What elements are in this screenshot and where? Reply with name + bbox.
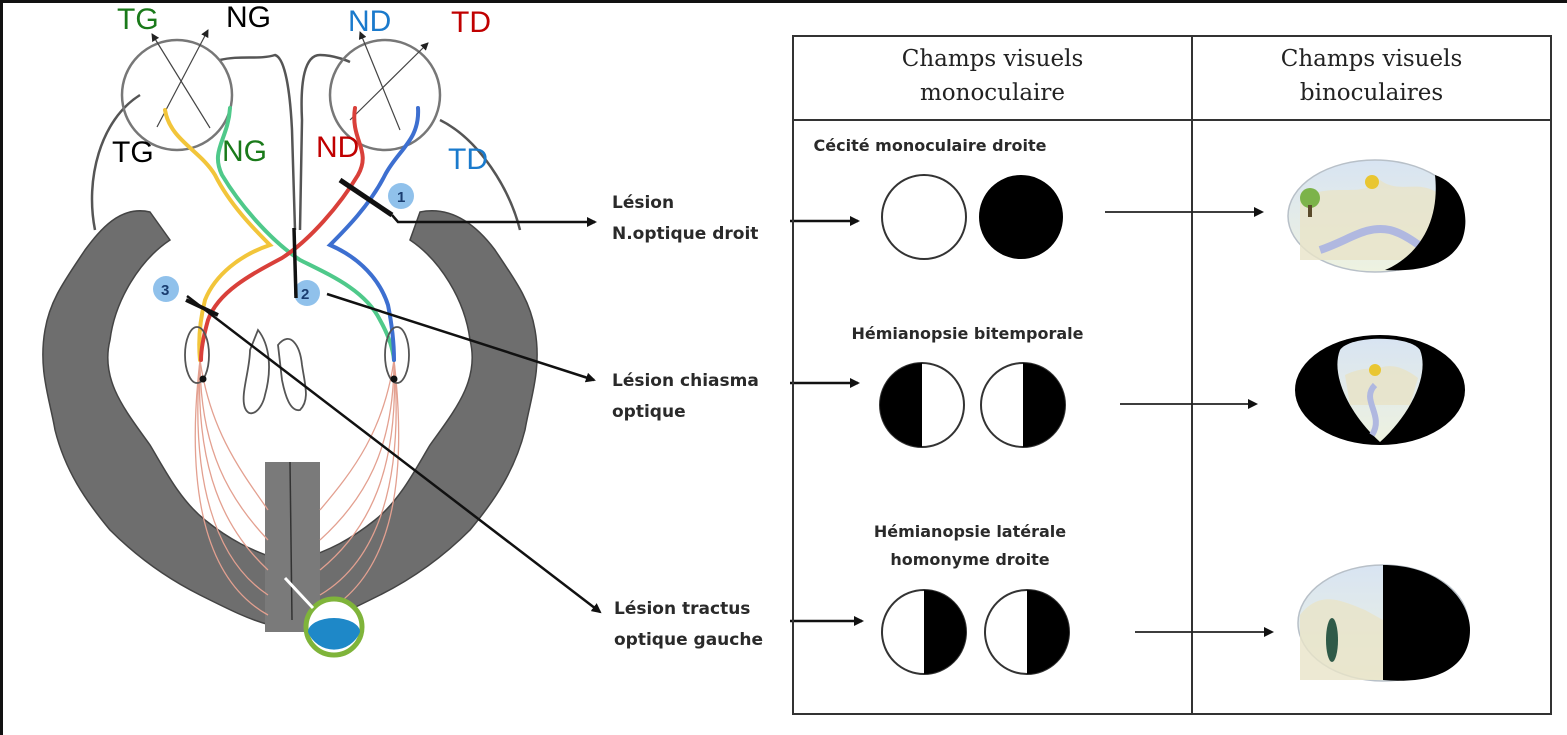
- lesion-label-2-line1: Lésion chiasma: [612, 371, 759, 391]
- row1-right-eye-field: [979, 175, 1063, 259]
- row2-left-eye-field: [879, 362, 965, 448]
- left-eye: [120, 38, 234, 152]
- lesion-label-3-line1: Lésion tractus: [614, 599, 751, 619]
- lesion-marker-3: [153, 276, 179, 302]
- lesion-label-3: Lésion tractus optique gauche: [614, 594, 763, 656]
- header-monocular-line2: monoculaire: [919, 80, 1066, 106]
- label-retina-tg: TG: [112, 136, 154, 169]
- lesion-label-2-line2: optique: [612, 402, 686, 422]
- arrow-to-lesion-3: [186, 295, 602, 614]
- label-top-nd: ND: [348, 5, 392, 38]
- case-title-2: Hémianopsie bitemporale: [851, 324, 1084, 343]
- visual-field-table: [792, 35, 1552, 715]
- row1-left-eye-field: [881, 174, 967, 260]
- header-binocular-line1: Champs visuels: [1280, 46, 1463, 72]
- row3-right-eye-field: [984, 589, 1070, 675]
- label-retina-nd: ND: [316, 131, 360, 164]
- svg-text:2: 2: [301, 286, 309, 303]
- svg-text:1: 1: [397, 189, 405, 206]
- binocular-field-row3: [1297, 564, 1470, 682]
- cortex-right: [299, 210, 538, 626]
- optic-radiations: [194, 359, 400, 616]
- row2-right-eye-field: [980, 362, 1066, 448]
- cortex-left: [42, 210, 281, 626]
- monocular-fields: [879, 174, 1070, 675]
- lesion-label-1-line1: Lésion: [612, 193, 675, 213]
- right-nasal-ray: [358, 31, 401, 131]
- header-monocular: Champs visuels monoculaire: [795, 42, 1190, 110]
- arrow-to-lesion-1: [391, 214, 597, 227]
- lesion-marker-1: [388, 183, 414, 209]
- brain-frontal-outline: [90, 53, 522, 231]
- label-retina-td: TD: [448, 143, 488, 176]
- lesion-cut-2: [292, 227, 298, 299]
- label-top-td: TD: [451, 6, 491, 39]
- pointer-arrows: [186, 214, 864, 626]
- row3-left-eye-field: [881, 589, 967, 675]
- label-top-ng: NG: [226, 1, 271, 34]
- binocular-arrows: [1105, 207, 1274, 637]
- svg-text:3: 3: [161, 282, 169, 299]
- lesion-label-2: Lésion chiasma optique: [612, 366, 759, 428]
- visual-cortex-badge: [283, 576, 365, 658]
- brain-diagram: 1 2 3: [42, 29, 538, 658]
- header-monocular-line1: Champs visuels: [901, 46, 1084, 72]
- lesion-marker-2: [294, 280, 320, 306]
- right-eye: [328, 38, 442, 152]
- lateral-ventricle-right: [277, 338, 307, 411]
- binocular-field-row1: [1287, 159, 1466, 273]
- binocular-field-row2: [1295, 335, 1465, 445]
- header-binocular-line2: binoculaires: [1299, 80, 1444, 106]
- lgn-left: [184, 326, 210, 384]
- label-top-tg: TG: [117, 3, 159, 36]
- lesion-cut-1: [338, 177, 394, 218]
- case-title-3-line1: Hémianopsie latérale: [873, 522, 1067, 541]
- right-temporal-ray: [349, 42, 429, 121]
- lesion-label-1: Lésion N.optique droit: [612, 188, 758, 250]
- case-title-3: Hémianopsie latérale homonyme droite: [795, 518, 1145, 574]
- lgn-right: [384, 326, 410, 384]
- label-retina-ng: NG: [222, 135, 267, 168]
- header-binocular: Champs visuels binoculaires: [1194, 42, 1549, 110]
- case-title-3-line2: homonyme droite: [890, 550, 1050, 569]
- lesion-label-1-line2: N.optique droit: [612, 224, 759, 244]
- lesion-label-3-line2: optique gauche: [614, 630, 763, 650]
- arrow-to-lesion-2: [326, 292, 596, 383]
- case-title-1: Cécité monoculaire droite: [813, 136, 1047, 155]
